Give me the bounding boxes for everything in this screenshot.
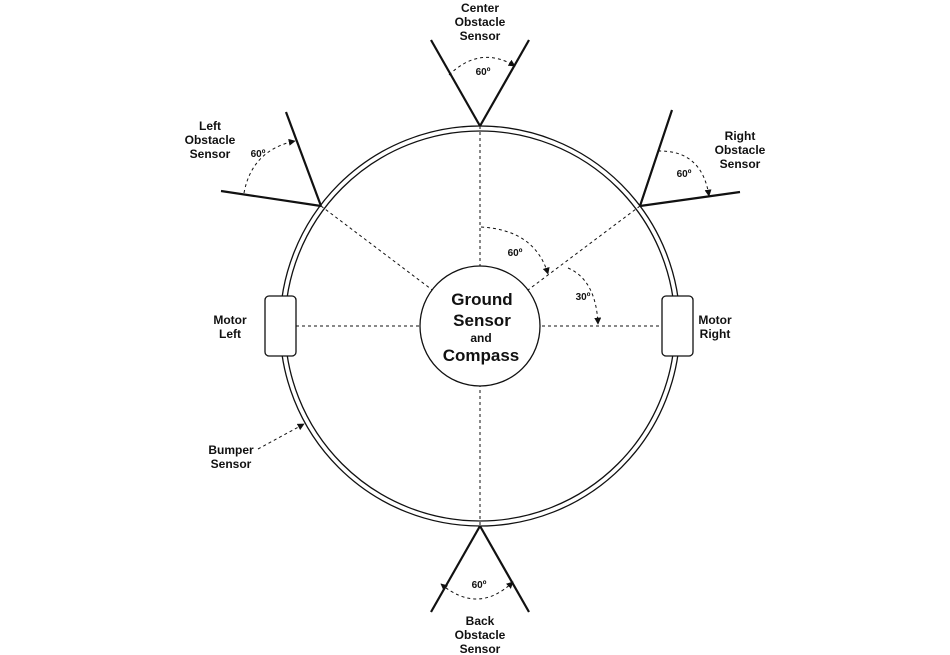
inner-60-angle-label: 60º	[508, 248, 523, 259]
motor-right-label-1: Motor	[698, 313, 732, 327]
center-sensor-angle-arc	[448, 56, 516, 76]
motor-right-label-2: Right	[700, 327, 731, 341]
core-label-sensor: Sensor	[453, 311, 511, 330]
inner-30-angle-label: 30º	[576, 292, 591, 303]
left-sensor-label-1: Left	[199, 119, 221, 133]
motor-right-box	[661, 295, 694, 357]
core-label-ground: Ground	[451, 290, 512, 309]
right-obstacle-sensor	[638, 109, 741, 208]
center-sensor-label-2: Obstacle	[455, 15, 506, 29]
bumper-label-2: Sensor	[211, 457, 252, 471]
back-sensor-label-1: Back	[466, 614, 495, 628]
back-obstacle-sensor	[430, 525, 530, 613]
right-sensor-label-3: Sensor	[720, 157, 761, 171]
center-sensor-label-1: Center	[461, 1, 499, 15]
back-sensor-angle: 60º	[472, 580, 487, 591]
motor-left-label-2: Left	[219, 327, 241, 341]
ground-sensor-compass-circle	[419, 265, 541, 387]
left-sensor-angle: 60º	[251, 149, 266, 160]
center-obstacle-sensor	[430, 39, 530, 127]
right-sensor-label-1: Right	[725, 129, 756, 143]
core-label-and: and	[470, 331, 491, 345]
right-sensor-angle: 60º	[677, 169, 692, 180]
back-sensor-label-2: Obstacle	[455, 628, 506, 642]
motor-left-label-1: Motor	[213, 313, 247, 327]
center-sensor-label-3: Sensor	[460, 29, 501, 43]
bumper-pointer-arrow	[257, 423, 305, 450]
center-sensor-angle: 60º	[476, 67, 491, 78]
bumper-label-1: Bumper	[208, 443, 254, 457]
left-sensor-label-3: Sensor	[190, 147, 231, 161]
left-sensor-label-2: Obstacle	[185, 133, 236, 147]
right-sensor-label-2: Obstacle	[715, 143, 766, 157]
inner-60-angle-arc	[480, 226, 550, 275]
right-sensor-angle-arc	[657, 150, 712, 197]
motor-left-box	[264, 295, 297, 357]
core-label-compass: Compass	[443, 346, 520, 365]
left-sensor-angle-arc	[243, 138, 296, 194]
back-sensor-label-3: Sensor	[460, 642, 501, 655]
left-obstacle-sensor	[220, 111, 323, 208]
